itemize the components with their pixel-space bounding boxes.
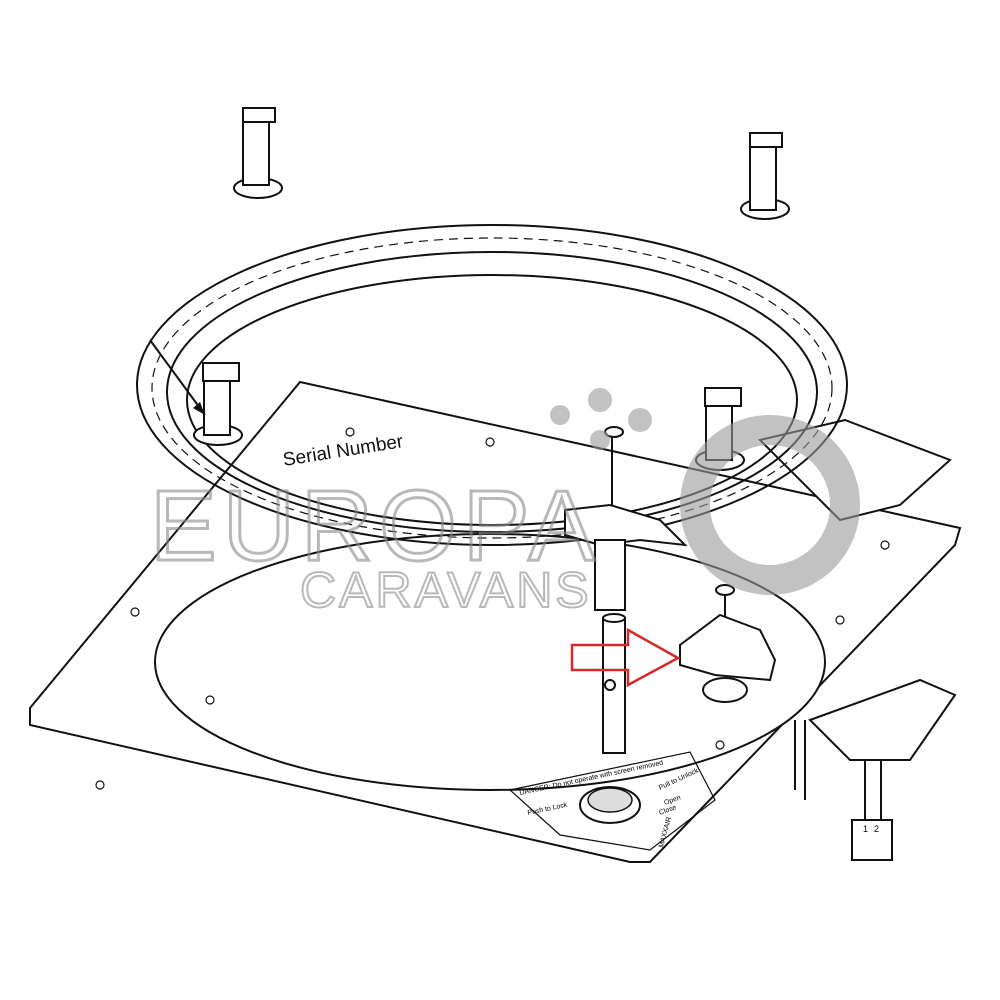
- knob-lower: [679, 584, 777, 703]
- watermark-caravans: CARAVANS: [300, 562, 592, 618]
- watermark-europa: EUROPA: [150, 470, 601, 582]
- base-plate: [29, 380, 962, 863]
- watermark-logo: EUROPA CARAVANS: [149, 388, 860, 619]
- control-decal: [508, 751, 716, 851]
- connector-pin-2: 2: [874, 824, 879, 834]
- clip: [193, 362, 243, 446]
- circuit-board: [794, 678, 957, 861]
- trim-ring: [136, 224, 848, 546]
- clip: [233, 107, 283, 199]
- plate-opening: [154, 533, 826, 791]
- direction-arrow: [570, 627, 681, 688]
- knob-upper: [564, 426, 688, 611]
- connector-pin-1: 1: [863, 824, 868, 834]
- clip: [740, 132, 790, 220]
- callout-arrow: [149, 339, 206, 416]
- crank-shaft: [602, 613, 626, 754]
